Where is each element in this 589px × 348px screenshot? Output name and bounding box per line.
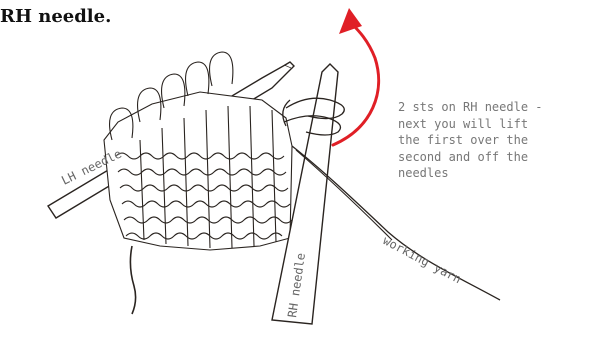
working-yarn-label: working yarn [381,233,464,286]
